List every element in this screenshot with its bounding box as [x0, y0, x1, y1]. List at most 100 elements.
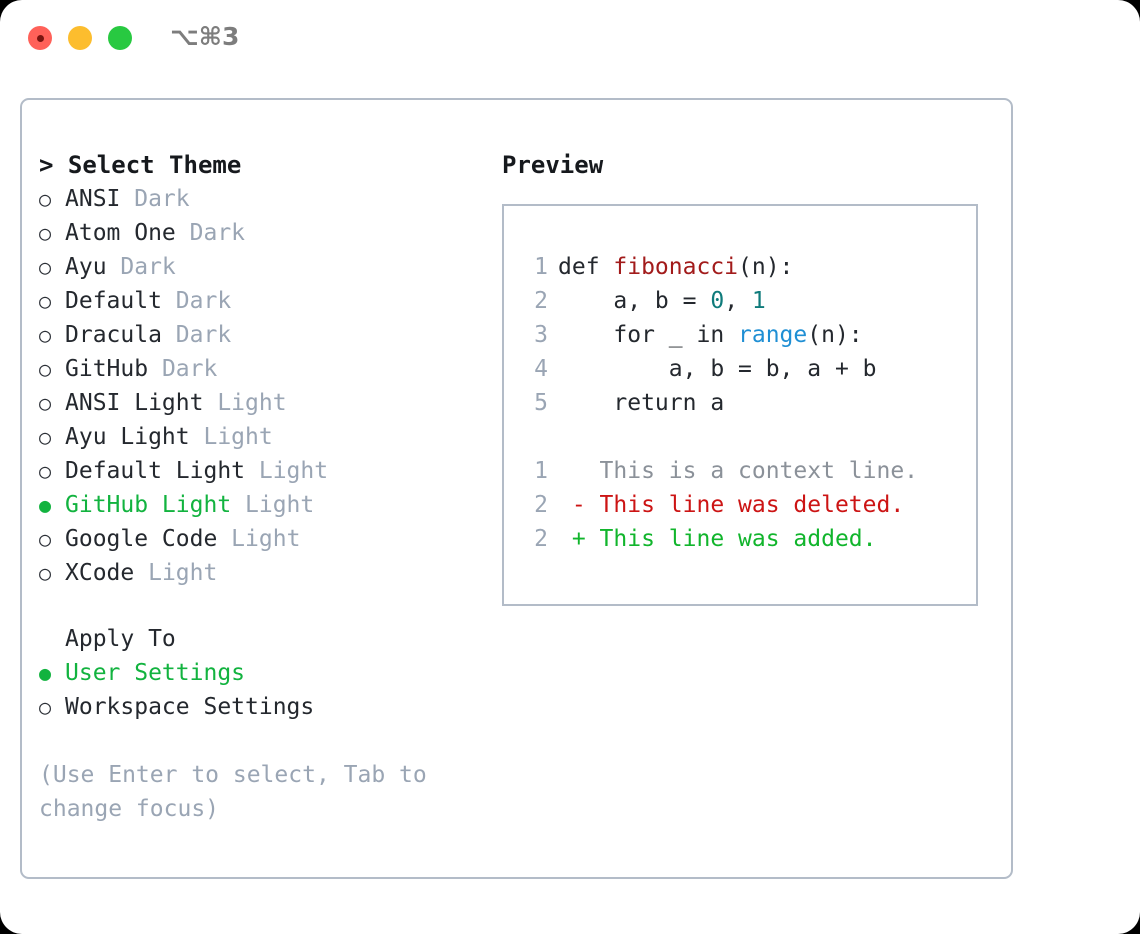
preview-spacer	[518, 420, 968, 454]
code-line-number: 5	[534, 390, 548, 416]
apply-to-heading-label: Apply To	[65, 626, 176, 652]
theme-item-label: ANSI	[65, 186, 121, 212]
code-token-plain: a, b = b, a + b	[558, 356, 877, 382]
theme-item-tag: Dark	[148, 356, 218, 382]
apply-to-item-label: Workspace Settings	[65, 694, 315, 720]
code-token-func: fibonacci	[613, 254, 739, 280]
code-line: 5 return a	[518, 386, 968, 420]
radio-unselected-icon: ○	[39, 323, 52, 347]
main-panel: > Select Theme ○ANSI Dark○Atom One Dark○…	[20, 98, 1013, 879]
theme-item-label: ANSI Light	[65, 390, 204, 416]
radio-unselected-icon: ○	[39, 459, 52, 483]
radio-selected-icon: ●	[39, 493, 52, 517]
theme-item-tag: Light	[203, 390, 287, 416]
code-line-content: return a	[558, 386, 724, 420]
select-theme-heading: > Select Theme	[39, 148, 499, 182]
theme-item-atom-one[interactable]: ○Atom One Dark	[39, 216, 499, 250]
code-line-number: 2	[534, 288, 548, 314]
theme-item-label: GitHub	[65, 356, 149, 382]
theme-item-label: GitHub Light	[65, 492, 232, 518]
theme-item-github-light[interactable]: ●GitHub Light Light	[39, 488, 499, 522]
theme-item-google-code[interactable]: ○Google Code Light	[39, 522, 499, 556]
diff-line-number: 2	[534, 526, 548, 552]
theme-item-label: XCode	[65, 560, 135, 586]
theme-selection-column: > Select Theme ○ANSI Dark○Atom One Dark○…	[39, 148, 499, 826]
diff-line-added: 2 + This line was added.	[518, 522, 968, 556]
code-token-plain: for _ in	[558, 322, 739, 348]
theme-item-default-light[interactable]: ○ Default Light Light	[39, 454, 499, 488]
code-token-plain: (n):	[738, 254, 794, 280]
keyboard-shortcut-label: ⌥⌘3	[170, 22, 240, 51]
theme-item-default[interactable]: ○Default Dark	[39, 284, 499, 318]
theme-item-tag: Dark	[106, 254, 176, 280]
theme-item-tag: Light	[245, 458, 329, 484]
theme-list: ○ANSI Dark○Atom One Dark○Ayu Dark○Defaul…	[39, 182, 499, 590]
theme-item-label: Ayu	[65, 254, 107, 280]
radio-unselected-icon: ○	[39, 695, 52, 719]
diff-line-deleted: 2 - This line was deleted.	[518, 488, 968, 522]
radio-unselected-icon: ○	[39, 221, 52, 245]
code-line: 1 def fibonacci(n):	[518, 250, 968, 284]
theme-item-xcode[interactable]: ○ XCode Light	[39, 556, 499, 590]
theme-item-label: Ayu Light	[65, 424, 190, 450]
code-token-plain: (n):	[807, 322, 863, 348]
close-window-icon[interactable]	[28, 26, 52, 50]
code-line-content: a, b = 0, 1	[558, 284, 765, 318]
code-token-plain: a, b =	[558, 288, 711, 314]
diff-line-context: 1 This is a context line.	[518, 454, 968, 488]
theme-item-label: Google Code	[65, 526, 218, 552]
code-token-num: 0	[710, 288, 725, 314]
theme-item-label: Default Light	[65, 458, 246, 484]
theme-item-ansi-light[interactable]: ○ ANSI Light Light	[39, 386, 499, 420]
code-token-plain: def	[558, 254, 614, 280]
theme-item-dracula[interactable]: ○ Dracula Dark	[39, 318, 499, 352]
diff-line-number: 2	[534, 492, 548, 518]
radio-unselected-icon: ○	[39, 425, 52, 449]
radio-unselected-icon: ○	[39, 289, 52, 313]
code-line-number: 1	[534, 254, 548, 280]
diff-sample: 1 This is a context line.2 - This line w…	[518, 454, 968, 556]
apply-to-item-label: User Settings	[65, 660, 246, 686]
apply-to-heading: ○ Apply To	[39, 622, 499, 656]
theme-item-label: Dracula	[65, 322, 162, 348]
radio-unselected-icon: ○	[39, 391, 52, 415]
radio-unselected-icon: ○	[39, 527, 52, 551]
theme-item-tag: Dark	[161, 322, 232, 348]
apply-to-item-user-settings[interactable]: ● User Settings	[39, 656, 499, 690]
prompt-caret: >	[39, 151, 68, 179]
theme-item-label: Atom One	[65, 220, 176, 246]
diff-line-number: 1	[534, 458, 548, 484]
apply-to-item-workspace-settings[interactable]: ○ Workspace Settings	[39, 690, 499, 724]
radio-unselected-icon: ○	[39, 255, 52, 279]
minimize-window-icon[interactable]	[68, 26, 92, 50]
diff-line-content: This is a context line.	[558, 458, 919, 484]
theme-item-ayu-light[interactable]: ○ Ayu Light Light	[39, 420, 499, 454]
keyboard-hint-text: (Use Enter to select, Tab to change focu…	[39, 762, 441, 822]
theme-item-tag: Dark	[120, 186, 190, 212]
theme-item-ayu[interactable]: ○ Ayu Dark	[39, 250, 499, 284]
code-line-number: 4	[534, 356, 548, 382]
diff-line-content: + This line was added.	[558, 526, 877, 552]
code-token-call: range	[738, 322, 808, 348]
theme-item-label: Default	[65, 288, 162, 314]
radio-selected-icon: ●	[39, 661, 52, 685]
title-bar: ⌥⌘3	[0, 0, 1140, 78]
radio-unselected-icon: ○	[39, 561, 52, 585]
theme-item-tag: Light	[189, 424, 273, 450]
code-line-content: for _ in range(n):	[558, 318, 863, 352]
code-line-content: def fibonacci(n):	[558, 250, 793, 284]
traffic-lights	[28, 26, 132, 50]
theme-item-github[interactable]: ○GitHub Dark	[39, 352, 499, 386]
theme-item-ansi[interactable]: ○ANSI Dark	[39, 182, 499, 216]
code-line-number: 3	[534, 322, 548, 348]
select-theme-heading-label: Select Theme	[67, 151, 242, 179]
code-token-plain: ,	[724, 288, 752, 314]
theme-item-tag: Light	[134, 560, 218, 586]
maximize-window-icon[interactable]	[108, 26, 132, 50]
code-token-plain: return a	[558, 390, 725, 416]
